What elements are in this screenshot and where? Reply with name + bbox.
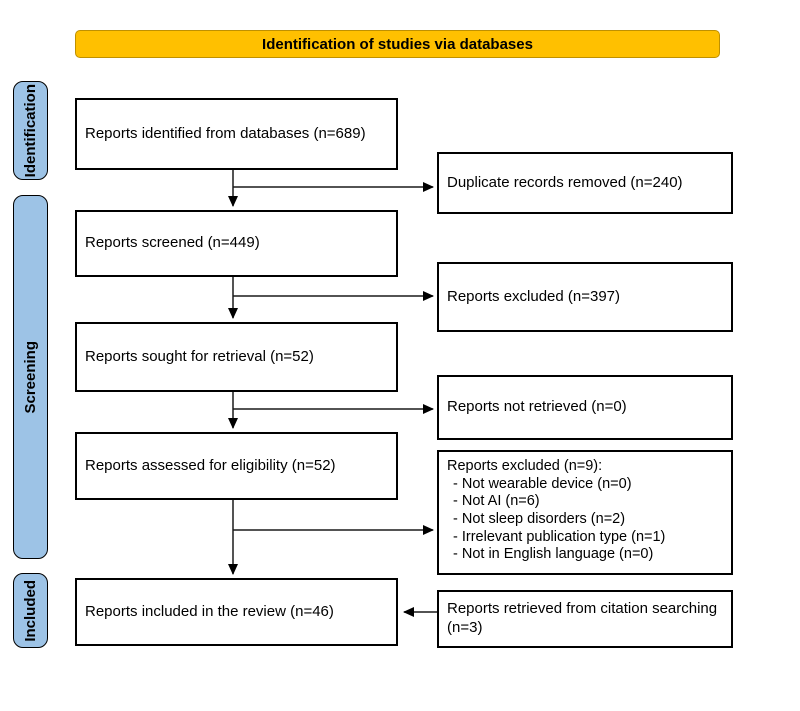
box-reports-included: Reports included in the review (n=46) [75, 578, 398, 646]
stage-label-text: Screening [22, 340, 39, 414]
box-text: Reports screened (n=449) [85, 234, 260, 252]
box-text: Reports retrieved from citation searchin… [447, 600, 718, 636]
box-text: Reports assessed for eligibility (n=52) [85, 456, 336, 474]
box-text: Reports not retrieved (n=0) [447, 398, 627, 416]
exclusion-title: Reports excluded (n=9): [447, 458, 603, 474]
banner-title: Identification of studies via databases [262, 35, 533, 53]
stage-label-screening: Screening [13, 195, 48, 559]
box-reports-identified: Reports identified from databases (n=689… [75, 98, 398, 170]
banner-identification-via-databases: Identification of studies via databases [75, 30, 720, 58]
box-text: Duplicate records removed (n=240) [447, 173, 683, 191]
box-reports-sought-retrieval: Reports sought for retrieval (n=52) [75, 322, 398, 392]
box-text: Reports included in the review (n=46) [85, 602, 334, 620]
stage-label-identification: Identification [13, 81, 48, 180]
exclusion-reason: - Not in English language (n=0) [453, 546, 654, 563]
box-reports-not-retrieved: Reports not retrieved (n=0) [437, 375, 733, 440]
box-citation-searching: Reports retrieved from citation searchin… [437, 590, 733, 648]
box-duplicates-removed: Duplicate records removed (n=240) [437, 152, 733, 214]
exclusion-reason: - Irrelevant publication type (n=1) [453, 528, 666, 545]
stage-label-text: Identification [22, 83, 39, 178]
exclusion-reason: - Not sleep disorders (n=2) [453, 511, 626, 528]
box-reports-excluded-eligibility: Reports excluded (n=9): - Not wearable d… [437, 450, 733, 575]
exclusion-reason: - Not AI (n=6) [453, 493, 540, 510]
box-text: Reports sought for retrieval (n=52) [85, 347, 314, 365]
box-text: Reports excluded (n=397) [447, 287, 621, 305]
box-reports-assessed-eligibility: Reports assessed for eligibility (n=52) [75, 432, 398, 500]
stage-label-included: Included [13, 573, 48, 648]
box-reports-excluded-screening: Reports excluded (n=397) [437, 262, 733, 332]
box-reports-screened: Reports screened (n=449) [75, 210, 398, 277]
stage-label-text: Included [22, 579, 39, 642]
exclusion-reason: - Not wearable device (n=0) [453, 475, 632, 492]
box-text: Reports identified from databases (n=689… [85, 124, 366, 142]
